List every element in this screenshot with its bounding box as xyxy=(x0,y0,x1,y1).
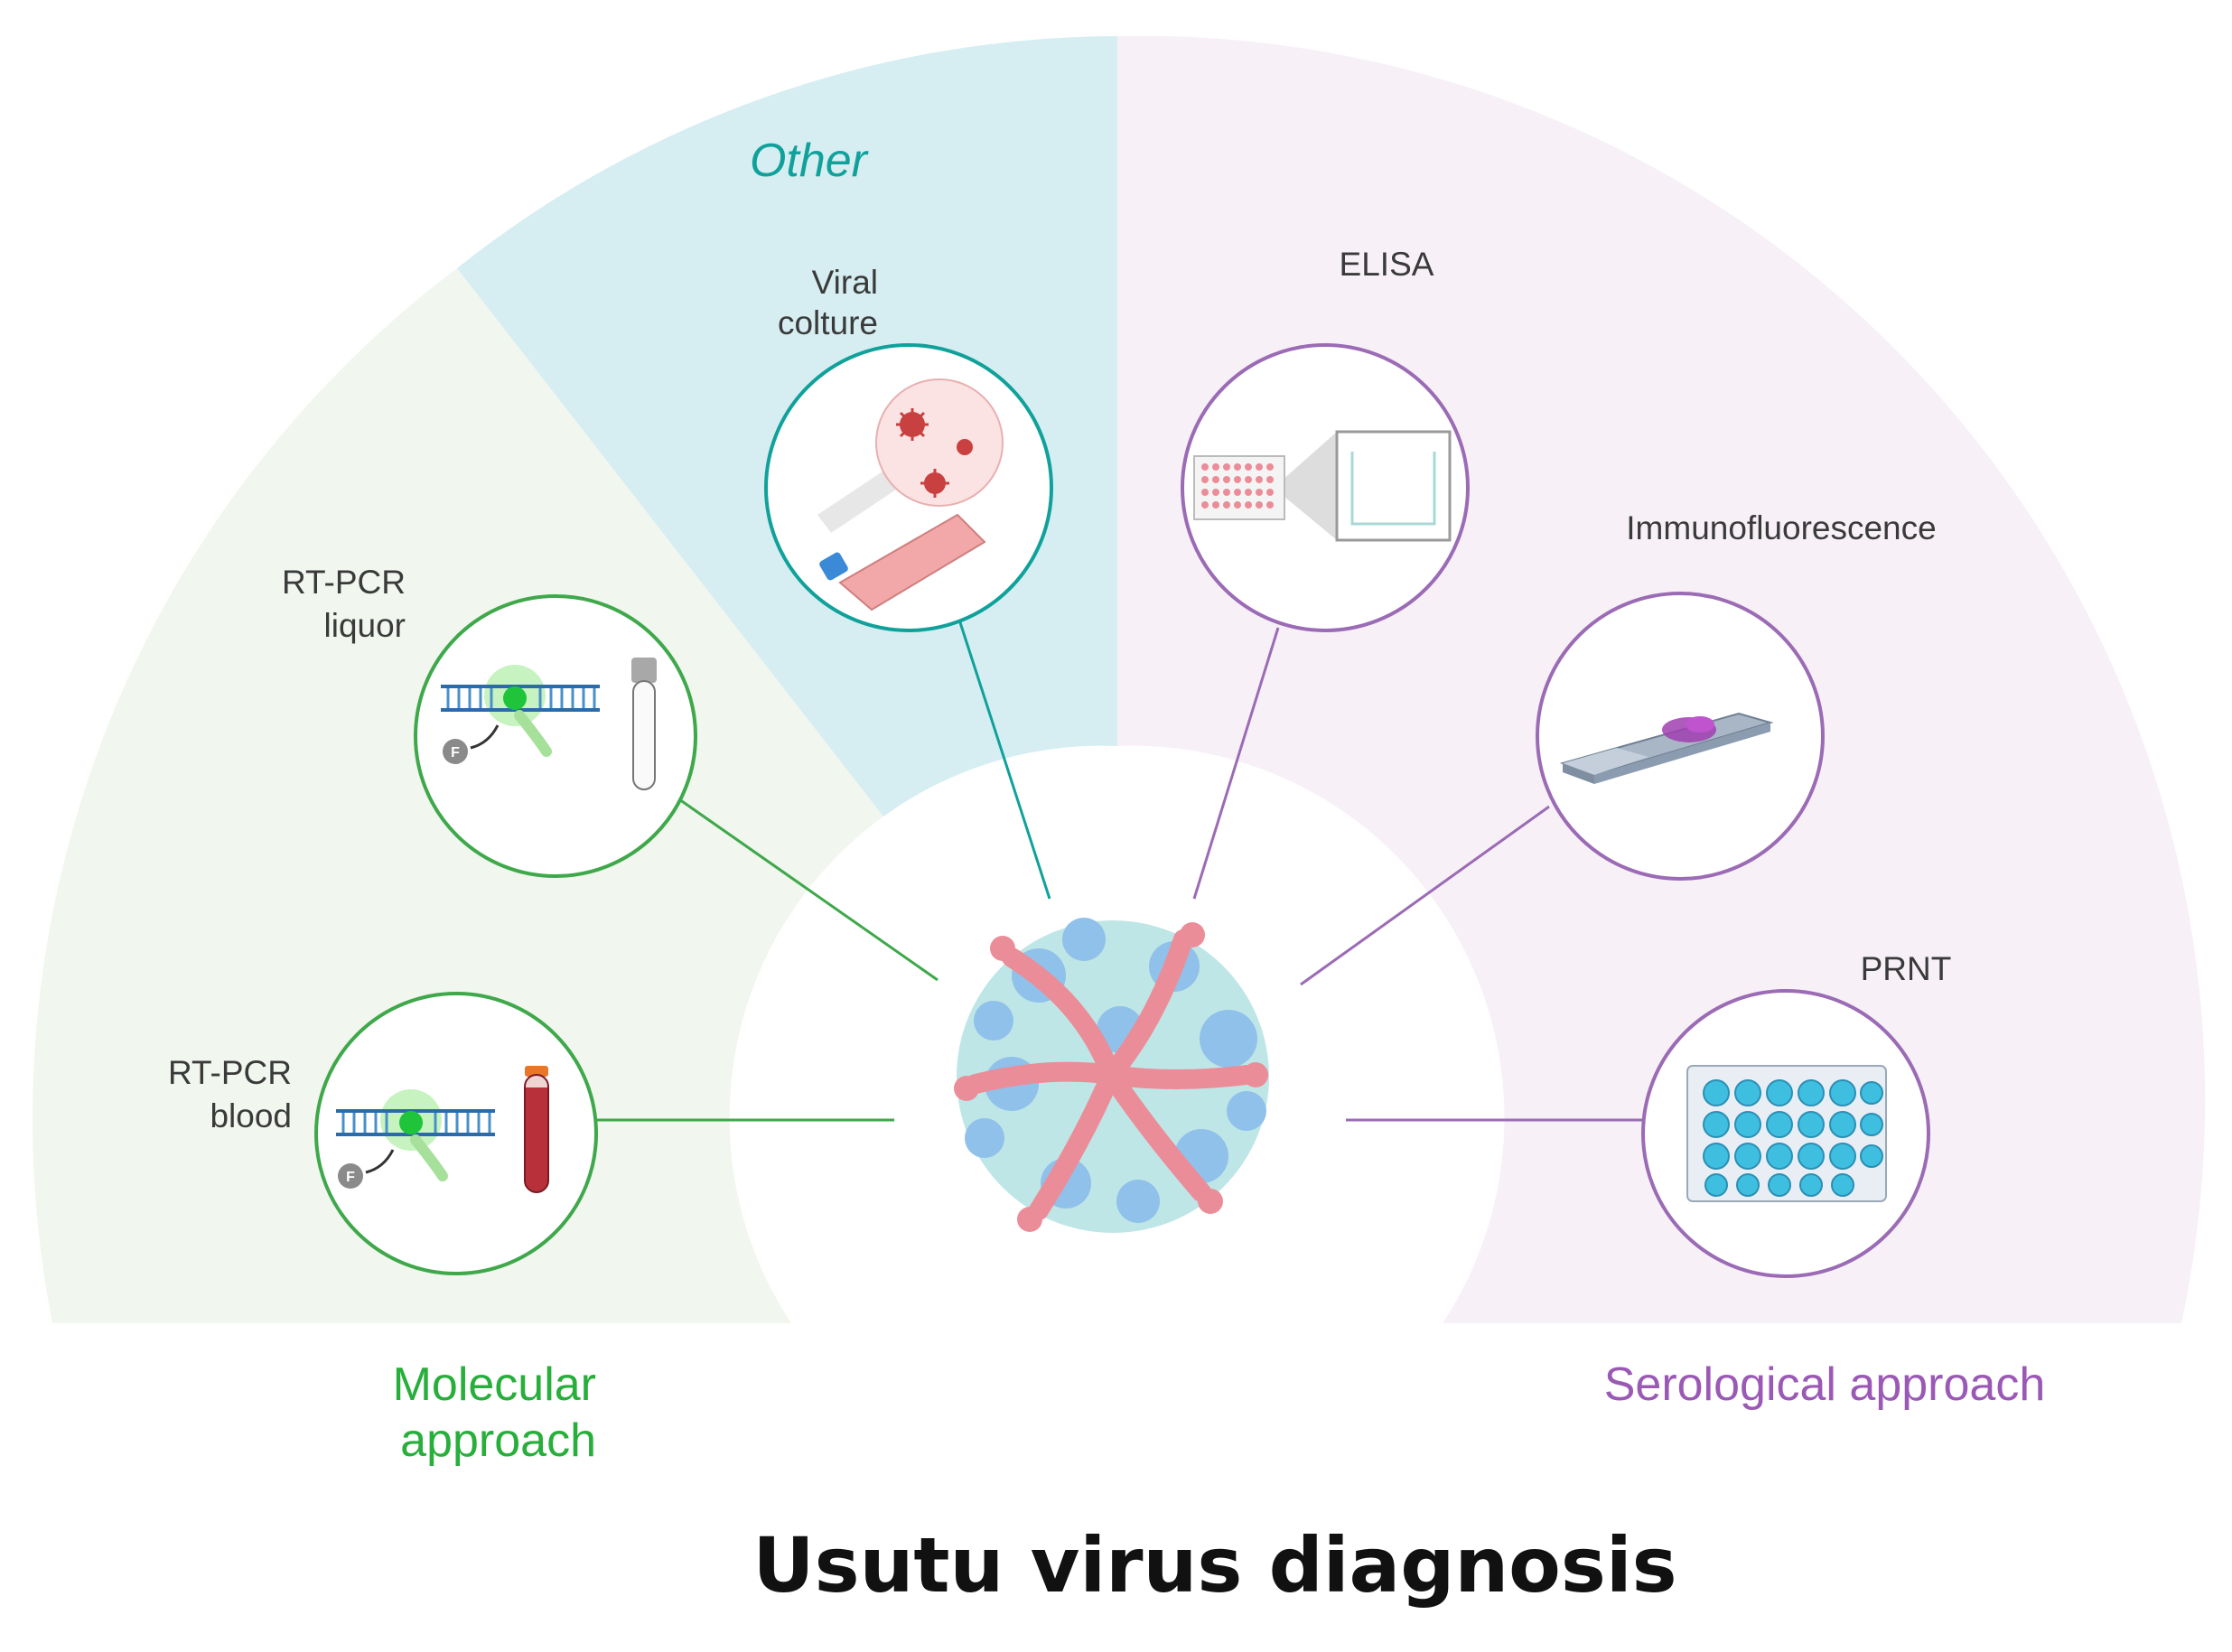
diagram-title: Usutu virus diagnosis xyxy=(752,1521,1676,1610)
molecular-sector-label-line2: approach xyxy=(400,1414,596,1467)
other-sector-label: Other xyxy=(750,135,870,187)
probe-glyph: F xyxy=(451,745,460,761)
rtpcr-liquor-circle xyxy=(414,594,697,878)
prnt-label: PRNT xyxy=(1861,950,1952,987)
connector-lines xyxy=(591,613,1644,1122)
connector-viral-culture xyxy=(956,613,1051,900)
pcr-probe-icon: F xyxy=(441,665,600,764)
rtpcr-blood-label-line2: blood xyxy=(210,1097,292,1134)
serological-sector-label: Serological approach xyxy=(1604,1358,2046,1411)
rtpcr-liquor-label-line1: RT-PCR xyxy=(282,564,406,601)
microscope-slide-icon xyxy=(1559,712,1774,784)
cell-culture-flask-icon xyxy=(817,378,1004,611)
prnt-method xyxy=(1641,989,1930,1278)
rtpcr-liquor-method: F xyxy=(414,594,697,878)
rt-pcr-liquor-tube-icon xyxy=(631,658,657,790)
viral-culture-method xyxy=(764,343,1053,632)
rtpcr-liquor-label-line2: liquor xyxy=(324,607,406,644)
rtpcr-blood-method: F xyxy=(314,992,598,1275)
connector-elisa xyxy=(1192,627,1280,900)
connector-immunofluorescence xyxy=(1300,805,1550,986)
elisa-label: ELISA xyxy=(1340,246,1434,283)
connector-rtpcr-liquor xyxy=(678,798,939,982)
probe-glyph: F xyxy=(346,1170,355,1185)
rtpcr-blood-label-line1: RT-PCR xyxy=(168,1054,292,1091)
molecular-sector-label-line1: Molecular xyxy=(393,1358,596,1411)
rt-pcr-blood-tube-icon xyxy=(524,1066,549,1193)
elisa-plate-icon xyxy=(1193,430,1452,542)
immunofluorescence-method xyxy=(1536,592,1825,881)
pcr-probe-icon: F xyxy=(336,1089,495,1189)
virus-particle-icon xyxy=(954,918,1269,1233)
elisa-method xyxy=(1181,343,1470,632)
viral-culture-label-line1: Viral xyxy=(812,264,878,301)
immunofluorescence-label: Immunofluorescence xyxy=(1626,509,1936,546)
viral-culture-label-line2: colture xyxy=(778,304,878,341)
well-plate-icon xyxy=(1686,1065,1887,1202)
